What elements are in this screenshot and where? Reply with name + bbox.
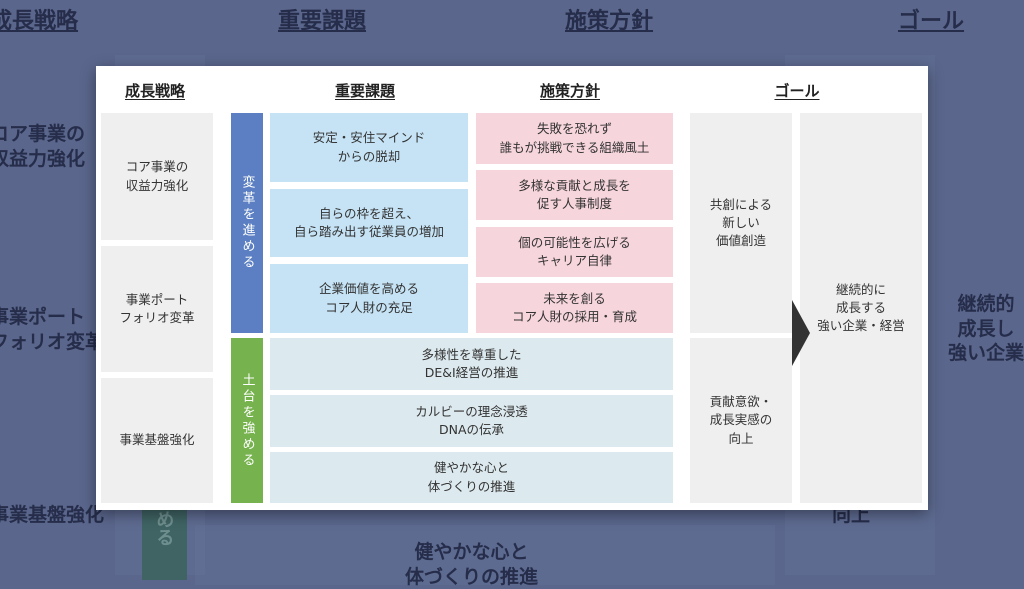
- issue-box: 安定・安住マインド からの脱却: [270, 113, 468, 182]
- foundation-box: 多様性を尊重した DE&I経営の推進: [270, 338, 673, 390]
- policy-box: 未来を創る コア人財の採用・育成: [476, 283, 673, 333]
- header-goal: ゴール: [774, 82, 820, 100]
- header-issues: 重要課題: [334, 82, 396, 100]
- goal-box-engagement: 貢献意欲・ 成長実感の 向上: [690, 338, 792, 503]
- bg-text: コア事業の 収益力強化: [0, 123, 86, 170]
- arrow-right-icon: [792, 300, 810, 366]
- policy-box: 失敗を恐れず 誰もが挑戦できる組織風土: [476, 113, 673, 164]
- bg-header: ゴール: [898, 9, 965, 34]
- strategy-box: 事業基盤強化: [101, 378, 213, 503]
- policy-box: 個の可能性を広げる キャリア自律: [476, 227, 673, 277]
- bg-box: [142, 500, 187, 580]
- goal-box-cocreation: 共創による 新しい 価値創造: [690, 113, 792, 333]
- bg-header: 重要課題: [278, 9, 367, 34]
- bg-header: 施策方針: [565, 9, 654, 34]
- transform-bar: 変革を進める: [231, 113, 263, 333]
- bg-text: 事業ポート フォリオ変革: [0, 306, 105, 353]
- bg-text: 継続的 成長し 強い企業: [948, 293, 1024, 365]
- bg-box: [195, 525, 775, 585]
- policy-box: 多様な貢献と成長を 促す人事制度: [476, 170, 673, 220]
- issue-box: 企業価値を高める コア人財の充足: [270, 264, 468, 333]
- foundation-box: カルビーの理念浸透 DNAの伝承: [270, 395, 673, 447]
- goal-box-final: 継続的に 成長する 強い企業・経営: [800, 113, 922, 503]
- bg-text: める: [153, 510, 175, 546]
- strategy-box: コア事業の 収益力強化: [101, 113, 213, 240]
- foundation-bar: 土台を強める: [231, 338, 263, 503]
- header-policy: 施策方針: [539, 82, 601, 100]
- strategy-diagram: 成長戦略 重要課題 施策方針 ゴール コア事業の 収益力強化 事業ポート フォリ…: [96, 66, 928, 510]
- issue-box: 自らの枠を超え、 自ら踏み出す従業員の増加: [270, 189, 468, 257]
- header-strategy: 成長戦略: [124, 82, 186, 100]
- bg-text: 事業基盤強化: [0, 504, 105, 526]
- bg-header: 成長戦略: [0, 9, 79, 34]
- strategy-box: 事業ポート フォリオ変革: [101, 246, 213, 372]
- bg-text: 健やかな心と 体づくりの推進: [405, 541, 539, 588]
- foundation-box: 健やかな心と 体づくりの推進: [270, 452, 673, 503]
